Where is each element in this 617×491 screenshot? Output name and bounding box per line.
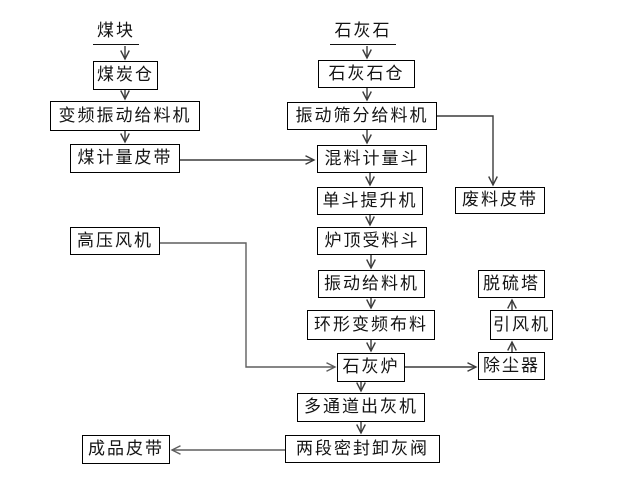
arrowhead-vibrating-feeder-to-ring-distributor — [366, 299, 376, 310]
arrowhead-mix-hopper-to-hoist — [365, 176, 375, 187]
arrowhead-id-fan-to-desulfur-tower — [507, 298, 517, 309]
node-vibrating-feeder: 振动给料机 — [318, 270, 425, 298]
arrowhead-coal-source-to-coal-bunker — [120, 50, 130, 61]
node-coal-bunker: 煤炭仓 — [93, 61, 158, 90]
node-coal-source: 煤块 — [93, 20, 139, 45]
arrowhead-lime-kiln-to-ash-discharger — [356, 382, 366, 393]
arrowhead-ash-discharger-to-seal-valve — [356, 424, 366, 435]
node-vf-vibrating-feeder: 变频振动给料机 — [50, 101, 200, 131]
node-hp-fan: 高压风机 — [70, 227, 160, 255]
node-limestone-source: 石灰石 — [330, 20, 396, 45]
arrowhead-ring-distributor-to-lime-kiln — [366, 342, 376, 353]
node-two-stage-seal-valve: 两段密封卸灰阀 — [285, 435, 440, 463]
arrowhead-limestone-bunker-to-screen-feeder — [362, 91, 372, 102]
arrowhead-screen-feeder-to-waste-belt — [488, 176, 498, 187]
arrowhead-coal-bunker-to-vf-feeder — [120, 90, 130, 101]
node-multi-ash-discharger: 多通道出灰机 — [297, 393, 425, 422]
arrowhead-coal-weigh-belt-to-mix-hopper — [305, 155, 316, 165]
node-product-belt: 成品皮带 — [82, 435, 170, 464]
arrowhead-dust-collector-to-id-fan — [507, 340, 517, 351]
arrowhead-seal-valve-to-product-belt — [170, 445, 181, 455]
node-waste-belt: 废料皮带 — [455, 187, 545, 214]
arrowhead-hoist-to-top-hopper — [365, 216, 375, 227]
arrowhead-hp-fan-to-lime-kiln — [326, 362, 337, 372]
edge-screen-feeder-to-waste-belt — [437, 115, 494, 185]
node-induced-draft-fan: 引风机 — [490, 310, 553, 340]
node-vib-screen-feeder: 振动筛分给料机 — [287, 102, 437, 130]
node-ring-vf-distributor: 环形变频布料 — [307, 310, 435, 340]
node-limestone-bunker: 石灰石仓 — [318, 60, 415, 88]
arrowhead-screen-feeder-to-mix-hopper — [362, 134, 372, 145]
arrowhead-limestone-source-to-limestone-bunker — [362, 49, 372, 60]
node-mix-weigh-hopper: 混料计量斗 — [317, 145, 427, 173]
arrowhead-top-hopper-to-vibrating-feeder — [366, 259, 376, 270]
edge-hp-fan-to-lime-kiln — [160, 242, 335, 368]
node-coal-weigh-belt: 煤计量皮带 — [70, 144, 180, 173]
arrowhead-vf-feeder-to-coal-weigh-belt — [120, 133, 130, 144]
node-kiln-top-hopper: 炉顶受料斗 — [317, 227, 427, 255]
node-lime-kiln: 石灰炉 — [337, 353, 405, 382]
arrowhead-lime-kiln-to-dust-collector — [467, 362, 478, 372]
node-single-bucket-hoist: 单斗提升机 — [317, 187, 423, 215]
node-desulfur-tower: 脱硫塔 — [478, 270, 545, 298]
node-dust-collector: 除尘器 — [478, 352, 545, 380]
